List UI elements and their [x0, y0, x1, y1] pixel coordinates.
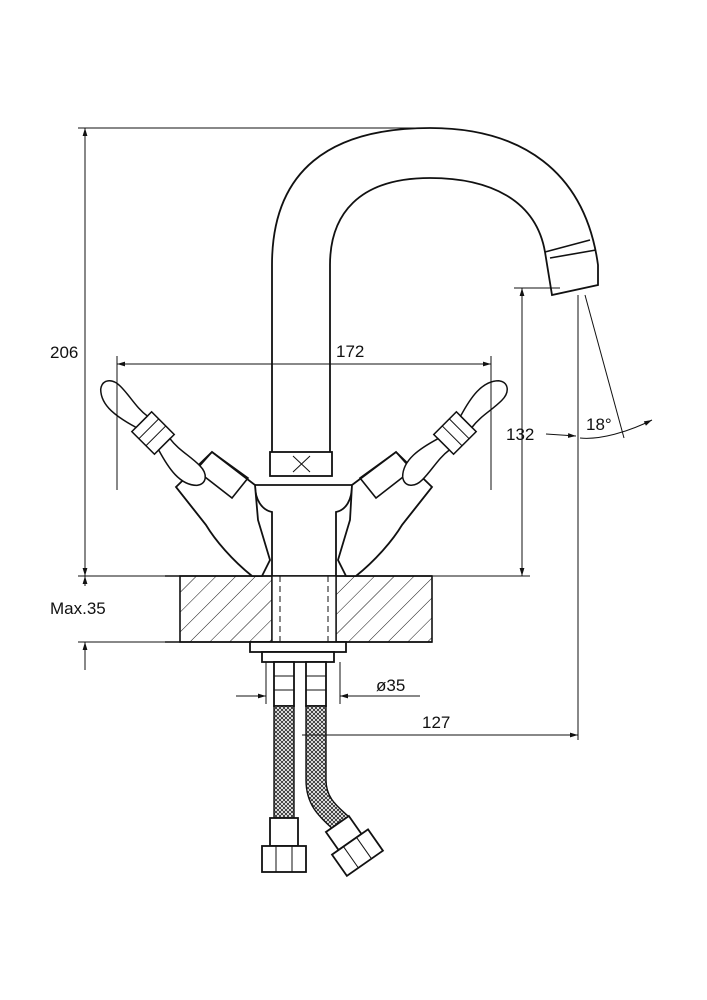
- dim-handle-width: 172: [116, 342, 492, 490]
- right-handle: [401, 379, 508, 486]
- label-hole-diameter: ø35: [376, 676, 405, 695]
- left-handle: [99, 380, 206, 487]
- label-handle-width: 172: [336, 342, 364, 361]
- dim-spout-reach: 127: [302, 440, 579, 740]
- dim-total-height: 206: [50, 127, 430, 577]
- supply-hoses: [261, 661, 385, 878]
- label-counter-thickness: Max.35: [50, 599, 106, 618]
- label-total-height: 206: [50, 343, 78, 362]
- dim-counter-thickness: Max.35: [50, 576, 180, 670]
- dim-spout-angle: 18°: [545, 294, 653, 440]
- faucet-body: [174, 127, 599, 663]
- dim-spout-height: 132: [432, 287, 560, 577]
- label-spout-reach: 127: [422, 713, 450, 732]
- label-spout-height: 132: [506, 425, 534, 444]
- dim-hole-diameter: ø35: [236, 662, 420, 704]
- label-spout-angle: 18°: [586, 415, 612, 434]
